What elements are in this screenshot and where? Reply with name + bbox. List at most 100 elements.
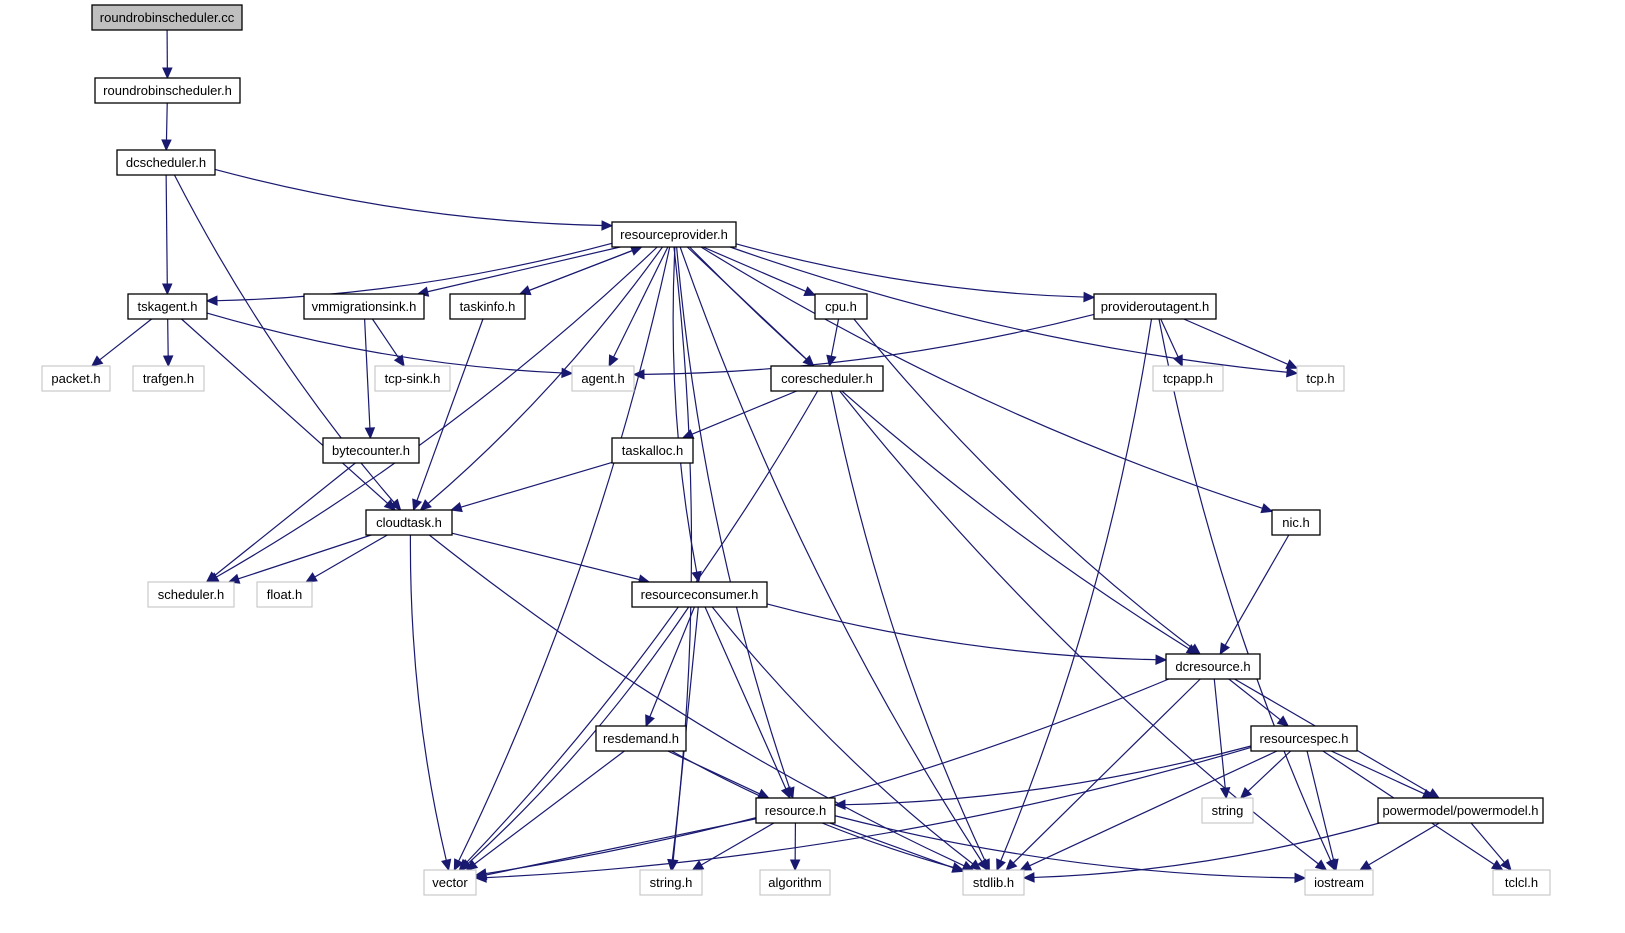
node-roundrobinscheduler-cc[interactable]: roundrobinscheduler.cc xyxy=(91,4,243,31)
node-agent-h: agent.h xyxy=(571,365,635,392)
node-dcresource-h[interactable]: dcresource.h xyxy=(1165,653,1261,680)
node-box xyxy=(770,365,884,392)
node-provideroutagent-h[interactable]: provideroutagent.h xyxy=(1093,293,1217,320)
node-label: tcp.h xyxy=(1306,371,1334,386)
edge-line xyxy=(700,246,1263,509)
node-resdemand-h[interactable]: resdemand.h xyxy=(595,725,687,752)
node-box xyxy=(303,293,425,320)
node-tskagent-h[interactable]: tskagent.h xyxy=(127,293,208,320)
edge-line xyxy=(214,168,603,227)
node-box xyxy=(116,149,216,176)
edges-layer xyxy=(90,29,1512,884)
arrowhead xyxy=(1260,503,1274,514)
node-vmmigrationsink-h[interactable]: vmmigrationsink.h xyxy=(303,293,425,320)
arrowhead xyxy=(780,786,791,800)
node-box xyxy=(256,581,313,608)
arrowhead xyxy=(161,139,172,152)
arrowhead xyxy=(1500,858,1512,871)
edge-line xyxy=(702,246,807,292)
node-label: vmmigrationsink.h xyxy=(312,299,417,314)
edge-resourceprovider_h-to-provideroutagent_h xyxy=(735,243,1096,303)
node-cpu-h[interactable]: cpu.h xyxy=(814,293,868,320)
edge-cloudtask_h-to-float_h xyxy=(305,534,388,583)
node-taskalloc-h[interactable]: taskalloc.h xyxy=(611,437,694,464)
edge-line xyxy=(371,318,399,359)
node-box xyxy=(423,869,477,896)
arrowhead xyxy=(1022,872,1035,883)
arrowhead xyxy=(608,354,619,368)
node-nic-h[interactable]: nic.h xyxy=(1271,509,1321,536)
node-box xyxy=(755,797,836,824)
edge-cpu_h-to-dcresource_h xyxy=(853,318,1202,655)
arrowhead xyxy=(205,571,219,583)
node-box xyxy=(1165,653,1261,680)
edge-taskalloc_h-to-cloudtask_h xyxy=(450,461,613,513)
edge-line xyxy=(364,318,371,429)
edge-line xyxy=(427,246,663,504)
node-box xyxy=(611,221,737,248)
node-label: scheduler.h xyxy=(158,587,225,602)
node-scheduler-h: scheduler.h xyxy=(147,581,235,608)
node-label: roundrobinscheduler.h xyxy=(103,83,232,98)
node-corescheduler-h[interactable]: corescheduler.h xyxy=(770,365,884,392)
arrowhead xyxy=(969,859,982,871)
edge-line xyxy=(1213,678,1226,789)
node-box xyxy=(1093,293,1217,320)
edge-resourceconsumer_h-to-dcresource_h xyxy=(766,603,1168,665)
edge-line xyxy=(485,746,1252,879)
edge-corescheduler_h-to-taskalloc_h xyxy=(681,390,797,439)
node-box xyxy=(1304,869,1374,896)
edge-provideroutagent_h-to-iostream xyxy=(1158,318,1336,872)
edge-powermodel_h-to-iostream xyxy=(1359,822,1440,871)
edge-line xyxy=(704,606,787,790)
node-resourceprovider-h[interactable]: resourceprovider.h xyxy=(611,221,737,248)
arrowhead xyxy=(756,788,770,799)
node-box xyxy=(1377,797,1544,824)
node-resource-h[interactable]: resource.h xyxy=(755,797,836,824)
arrowhead xyxy=(459,859,473,871)
node-powermodel-h[interactable]: powermodel/powermodel.h xyxy=(1377,797,1544,824)
edge-line xyxy=(314,534,388,578)
node-label: tskagent.h xyxy=(138,299,198,314)
node-label: string.h xyxy=(650,875,693,890)
edge-resource_h-to-vector xyxy=(474,818,757,881)
node-resourceconsumer-h[interactable]: resourceconsumer.h xyxy=(631,581,768,608)
node-box xyxy=(759,869,831,896)
node-algorithm: algorithm xyxy=(759,869,831,896)
edge-line xyxy=(711,606,974,865)
edge-line xyxy=(844,745,1252,806)
node-label: resource.h xyxy=(765,803,826,818)
edge-line xyxy=(830,318,840,357)
node-bytecounter-h[interactable]: bytecounter.h xyxy=(322,437,420,464)
edge-line xyxy=(735,243,1085,298)
edge-line xyxy=(167,318,169,357)
edge-resourcespec_h-to-vector xyxy=(474,746,1252,883)
arrowhead xyxy=(1286,366,1299,378)
node-resourcespec-h[interactable]: resourcespec.h xyxy=(1250,725,1358,752)
edge-line xyxy=(853,318,1193,649)
edge-line xyxy=(1330,750,1425,795)
edge-line xyxy=(1160,318,1179,358)
edge-dcresource_h-to-string xyxy=(1213,678,1231,800)
edge-line xyxy=(485,818,757,876)
node-box xyxy=(1201,797,1254,824)
node-label: taskalloc.h xyxy=(622,443,683,458)
edge-line xyxy=(409,534,447,861)
node-float-h: float.h xyxy=(256,581,313,608)
edge-resourcespec_h-to-stdlib_h xyxy=(1019,750,1278,871)
node-vector: vector xyxy=(423,869,477,896)
node-label: resdemand.h xyxy=(603,731,679,746)
node-roundrobinscheduler-h[interactable]: roundrobinscheduler.h xyxy=(94,77,241,104)
edge-line xyxy=(99,318,152,361)
edge-line xyxy=(613,246,669,358)
node-taskinfo-h[interactable]: taskinfo.h xyxy=(449,293,526,320)
edge-tskagent_h-to-cloudtask_h xyxy=(181,318,396,511)
node-box xyxy=(365,509,453,536)
arrowhead xyxy=(1359,860,1372,871)
node-cloudtask-h[interactable]: cloudtask.h xyxy=(365,509,453,536)
arrowhead xyxy=(601,220,614,231)
node-dcscheduler-h[interactable]: dcscheduler.h xyxy=(116,149,216,176)
arrowhead xyxy=(826,354,837,368)
edge-resourceprovider_h-to-tcp_h xyxy=(729,246,1299,378)
